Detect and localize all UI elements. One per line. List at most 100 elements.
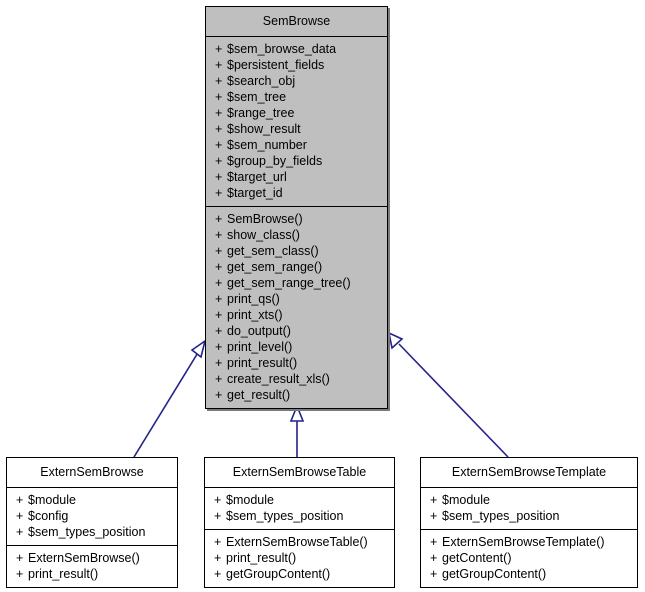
class-box-sem-browse[interactable]: SemBrowse +$sem_browse_data +$persistent… xyxy=(205,6,388,409)
method-row: + print_result() xyxy=(206,355,387,371)
method-label: getContent() xyxy=(442,550,512,565)
attribute-label: $module xyxy=(226,492,274,507)
method-label: get_sem_range_tree() xyxy=(227,275,351,290)
method-row: +print_level() xyxy=(206,339,387,355)
attribute-row: + $module xyxy=(205,492,394,508)
method-row: + print_xts() xyxy=(206,307,387,323)
visibility-marker: + xyxy=(215,57,223,72)
attributes-compartment-sem-browse: +$sem_browse_data +$persistent_fields +$… xyxy=(206,35,387,206)
attribute-row: +$group_by_fields xyxy=(206,153,387,169)
method-label: ExternSemBrowseTable() xyxy=(226,534,368,549)
method-label: SemBrowse() xyxy=(227,211,303,226)
method-label: print_xts() xyxy=(227,307,283,322)
visibility-marker: + xyxy=(215,371,223,386)
visibility-marker: + xyxy=(215,185,223,200)
attribute-label: $persistent_fields xyxy=(227,57,325,72)
attribute-label: $sem_tree xyxy=(227,89,287,104)
attribute-row: + $target_id xyxy=(206,185,387,201)
visibility-marker: + xyxy=(215,291,223,306)
visibility-marker: + xyxy=(215,137,223,152)
class-title-sem-browse: SemBrowse xyxy=(262,14,331,28)
class-box-extern-sem-browse[interactable]: ExternSemBrowse +$module +$config +$sem_… xyxy=(6,457,178,588)
attributes-compartment-extern-sem-browse-table: + $module +$sem_types_position xyxy=(205,486,394,529)
method-row: + print_result() xyxy=(205,550,394,566)
visibility-marker: + xyxy=(215,387,223,402)
attribute-row: +$sem_types_position xyxy=(205,508,394,524)
method-label: print_result() xyxy=(227,355,298,370)
class-title-extern-sem-browse: ExternSemBrowse xyxy=(40,465,144,479)
attribute-row: + $sem_types_position xyxy=(421,508,637,524)
attribute-label: $sem_browse_data xyxy=(227,41,337,56)
method-row: + SemBrowse() xyxy=(206,211,387,227)
attribute-label: $sem_types_position xyxy=(442,508,560,523)
attribute-row: +$search_obj xyxy=(206,73,387,89)
attribute-label: $sem_types_position xyxy=(226,508,344,523)
method-row: +getGroupContent() xyxy=(421,566,637,582)
attribute-row: +$module xyxy=(421,492,637,508)
visibility-marker: + xyxy=(16,566,24,581)
visibility-marker: + xyxy=(215,121,223,136)
visibility-marker: + xyxy=(214,534,222,549)
visibility-marker: + xyxy=(430,550,438,565)
attribute-label: $target_url xyxy=(227,169,287,184)
visibility-marker: + xyxy=(215,243,223,258)
visibility-marker: + xyxy=(215,211,223,226)
visibility-marker: + xyxy=(214,492,222,507)
visibility-marker: + xyxy=(430,508,438,523)
method-row: + get_sem_range() xyxy=(206,259,387,275)
class-title-extern-sem-browse-template: ExternSemBrowseTemplate xyxy=(451,465,607,479)
visibility-marker: + xyxy=(215,307,223,322)
attribute-row: +$sem_browse_data xyxy=(206,41,387,57)
method-row: + show_class() xyxy=(206,227,387,243)
attribute-label: $config xyxy=(28,508,69,523)
method-label: show_class() xyxy=(227,227,300,242)
visibility-marker: + xyxy=(215,169,223,184)
attribute-label: $target_id xyxy=(227,185,283,200)
method-label: print_level() xyxy=(227,339,293,354)
attribute-row: + $show_result xyxy=(206,121,387,137)
inheritance-edge-extern-sem-browse-table xyxy=(289,403,305,457)
visibility-marker: + xyxy=(215,227,223,242)
method-label: getGroupContent() xyxy=(442,566,547,581)
inheritance-edge-extern-sem-browse xyxy=(133,339,207,458)
method-label: get_sem_range() xyxy=(227,259,323,274)
attribute-row: +$config xyxy=(7,508,177,524)
attribute-row: + $target_url xyxy=(206,169,387,185)
attributes-compartment-extern-sem-browse: +$module +$config +$sem_types_position xyxy=(7,486,177,545)
visibility-marker: + xyxy=(430,492,438,507)
method-label: ExternSemBrowseTemplate() xyxy=(442,534,605,549)
method-row: + ExternSemBrowseTemplate() xyxy=(421,534,637,550)
visibility-marker: + xyxy=(430,534,438,549)
visibility-marker: + xyxy=(215,355,223,370)
attribute-label: $show_result xyxy=(227,121,301,136)
method-row: + getGroupContent() xyxy=(205,566,394,582)
visibility-marker: + xyxy=(214,566,222,581)
method-row: + get_result() xyxy=(206,387,387,403)
class-title-extern-sem-browse-table: ExternSemBrowseTable xyxy=(232,465,367,479)
method-row: + print_result() xyxy=(7,566,177,582)
method-label: ExternSemBrowse() xyxy=(28,550,140,565)
method-label: print_result() xyxy=(226,550,297,565)
method-label: do_output() xyxy=(227,323,291,338)
class-box-extern-sem-browse-template[interactable]: ExternSemBrowseTemplate +$module + $sem_t… xyxy=(420,457,638,588)
attribute-row: +$sem_types_position xyxy=(7,524,177,540)
visibility-marker: + xyxy=(16,524,24,539)
attribute-row: +$sem_number xyxy=(206,137,387,153)
visibility-marker: + xyxy=(215,259,223,274)
method-row: +get_sem_range_tree() xyxy=(206,275,387,291)
attributes-compartment-extern-sem-browse-template: +$module + $sem_types_position xyxy=(421,486,637,529)
visibility-marker: + xyxy=(215,73,223,88)
methods-compartment-extern-sem-browse: +ExternSemBrowse() + print_result() xyxy=(7,544,177,587)
method-label: print_result() xyxy=(28,566,99,581)
method-row: +ExternSemBrowse() xyxy=(7,550,177,566)
attribute-row: +$range_tree xyxy=(206,105,387,121)
method-label: create_result_xls() xyxy=(227,371,330,386)
class-box-extern-sem-browse-table[interactable]: ExternSemBrowseTable +$module +$sem_type… xyxy=(204,457,395,588)
visibility-marker: + xyxy=(214,550,222,565)
method-label: getGroupContent() xyxy=(226,566,331,581)
method-label: get_result() xyxy=(227,387,291,402)
method-row: + getContent() xyxy=(421,550,637,566)
visibility-marker: + xyxy=(215,153,223,168)
method-label: get_sem_class() xyxy=(227,243,319,258)
